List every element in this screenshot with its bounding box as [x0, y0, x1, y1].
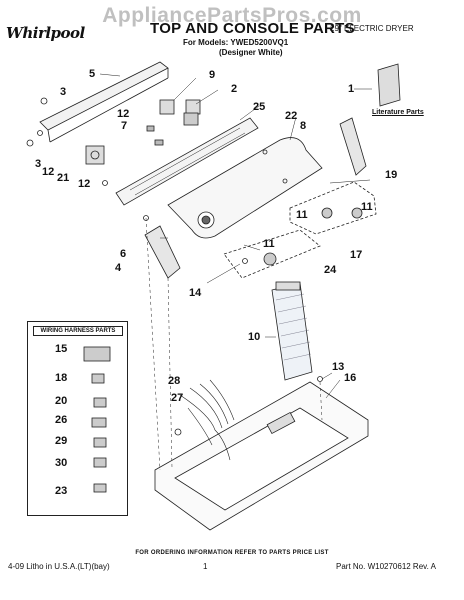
watermark: AppliancePartsPros.com [102, 4, 362, 27]
callout-4: 4 [115, 262, 122, 274]
callout-15: 15 [55, 343, 68, 355]
main-wiring-harness [179, 394, 231, 461]
callout-29: 29 [55, 435, 68, 447]
callout-13: 13 [332, 361, 345, 373]
console-control-board [115, 117, 259, 206]
lint-screen [271, 282, 313, 381]
callout-2: 2 [231, 83, 238, 95]
callout-11c: 11 [263, 238, 275, 250]
console-end-cap-right [339, 117, 367, 176]
screw-3-left [26, 139, 34, 147]
screw-3-top [40, 97, 48, 105]
callout-3b: 3 [35, 158, 42, 170]
literature-booklet [377, 63, 401, 107]
callout-25: 25 [253, 101, 266, 113]
console-end-cap-left [144, 225, 181, 279]
cycle-signal-switch [185, 99, 201, 115]
callout-20: 20 [55, 395, 68, 407]
callout-14: 14 [189, 287, 202, 299]
part-number: Part No. W10270612 Rev. A [336, 562, 436, 571]
callout-12c: 12 [78, 178, 91, 190]
callout-12: 12 [117, 108, 130, 120]
litho-info: 4-09 Litho in U.S.A.(LT)(bay) [8, 562, 110, 571]
callout-16: 16 [344, 372, 357, 384]
callout-3: 3 [60, 86, 67, 98]
literature-parts-label: Literature Parts [372, 109, 424, 116]
model-color: (Designer White) [219, 48, 283, 57]
timer-knob [263, 252, 277, 266]
model-number: For Models: YWED5200VQ1 [183, 38, 289, 47]
callout-22: 22 [285, 110, 298, 122]
callout-12b: 12 [42, 166, 55, 178]
callout-5: 5 [89, 68, 96, 80]
page-title: TOP AND CONSOLE PARTS [150, 20, 355, 37]
callout-11b: 11 [296, 209, 308, 221]
callout-17: 17 [350, 249, 363, 261]
timer-module [85, 145, 105, 165]
harness-parts-icons [83, 346, 111, 493]
callout-28: 28 [168, 375, 181, 387]
callout-27: 27 [171, 392, 184, 404]
product-type: 29" ELECTRIC DRYER [330, 24, 414, 33]
push-to-start-switch [159, 99, 175, 115]
model-info: For Models: YWED5200VQ1 (Designer White) [183, 38, 288, 58]
callout-1: 1 [348, 83, 355, 95]
callout-21: 21 [57, 172, 70, 184]
callout-23: 23 [55, 485, 68, 497]
page-number: 1 [203, 562, 208, 571]
callout-19: 19 [385, 169, 398, 181]
callout-6: 6 [120, 248, 127, 260]
callout-8: 8 [300, 120, 307, 132]
wiring-harness-title: WIRING HARNESS PARTS [33, 326, 123, 336]
callout-18: 18 [55, 372, 68, 384]
wiring-harness-box [27, 321, 128, 516]
callout-7: 7 [121, 120, 128, 132]
callout-9: 9 [209, 69, 216, 81]
callout-11a: 11 [361, 201, 373, 213]
callout-10: 10 [248, 331, 261, 343]
knob-group-box [289, 181, 377, 235]
callout-24: 24 [324, 264, 337, 276]
callout-26: 26 [55, 414, 68, 426]
callout-30: 30 [55, 457, 68, 469]
ordering-note: FOR ORDERING INFORMATION REFER TO PARTS … [135, 550, 329, 556]
brand-logo: Whirlpool [6, 24, 85, 42]
